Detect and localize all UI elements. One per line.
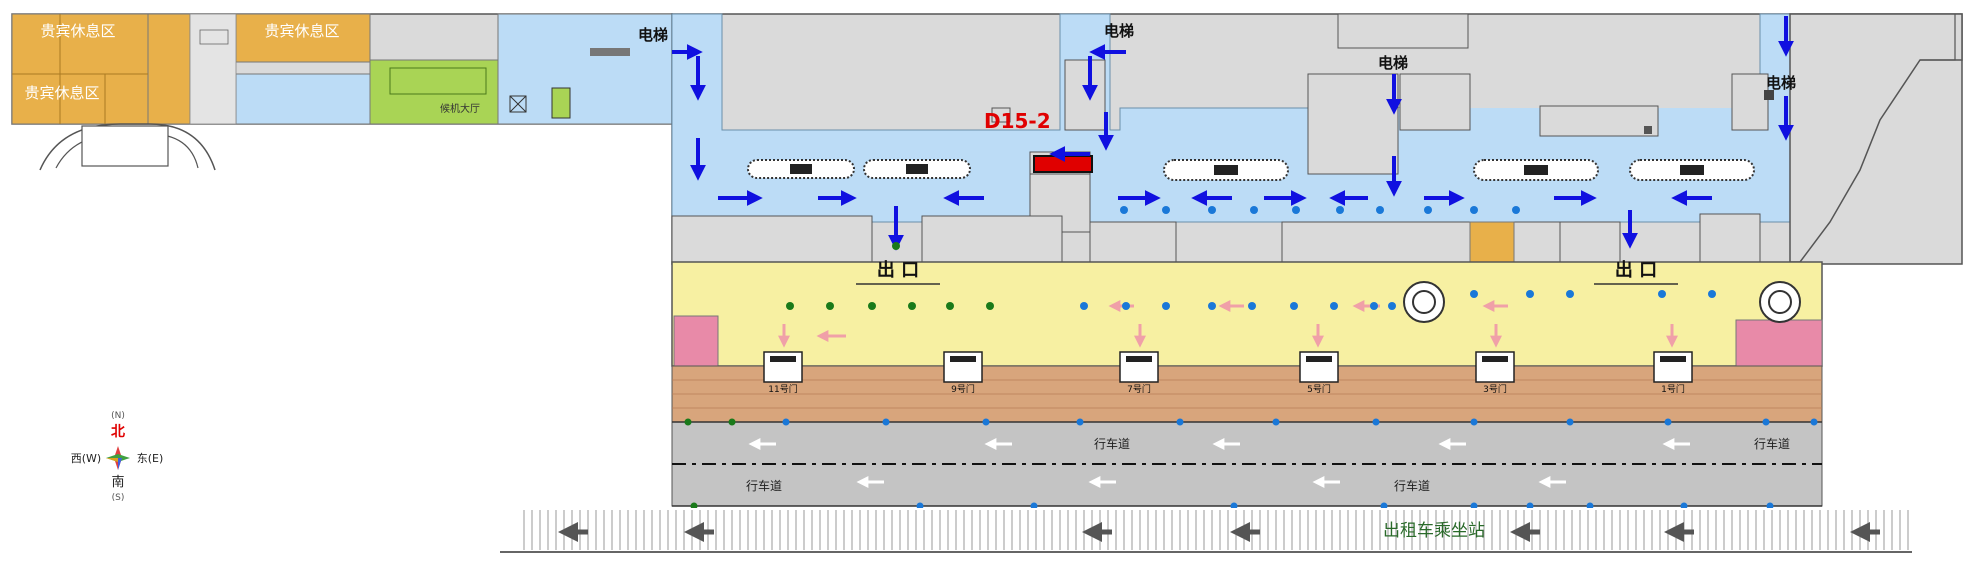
door-3[interactable]: 3号门 (1475, 351, 1515, 395)
door-9[interactable]: 9号门 (943, 351, 983, 395)
compass-north-en: (N) (111, 411, 125, 421)
checkin-hall-area (369, 59, 499, 125)
elevator-label-3: 电梯 (1378, 54, 1408, 72)
door-7[interactable]: 7号门 (1119, 351, 1159, 395)
elevator-label-2: 电梯 (1104, 22, 1134, 40)
roadway-label-3: 行车道 (746, 478, 782, 493)
compass-north-cn: 北 (111, 424, 125, 440)
compass-south-en: (S) (112, 493, 125, 503)
exit-label-1: 出 口 (877, 259, 919, 281)
vip-lounge-label-2: 贵宾休息区 (264, 22, 339, 40)
exit-label-2: 出 口 (1615, 259, 1657, 281)
location-marker-box (1033, 155, 1093, 173)
taxi-station-label: 出租车乘坐站 (1383, 521, 1485, 541)
roadway-label-4: 行车道 (1394, 478, 1430, 493)
compass-south-cn: 南 (111, 474, 124, 490)
compass-west: 西(W) (71, 452, 101, 465)
door-11[interactable]: 11号门 (763, 351, 803, 395)
arrival-hall-arrows (778, 300, 1678, 348)
compass-rose-icon (106, 446, 130, 470)
elevator-label-1: 电梯 (638, 26, 668, 44)
vip-lounge-area-2 (235, 13, 371, 63)
location-marker-code: D15-2 (984, 109, 1051, 133)
vip-lounge-label-3: 贵宾休息区 (24, 84, 99, 102)
elevator-label-4: 电梯 (1766, 74, 1796, 92)
door-label: 3号门 (1483, 383, 1507, 395)
hall-dots (786, 206, 1716, 310)
door-1[interactable]: 1号门 (1653, 351, 1693, 395)
door-label: 1号门 (1661, 383, 1685, 395)
passenger-flow-arrows (672, 16, 1794, 251)
door-label: 9号门 (951, 383, 975, 395)
baggage-carousels (747, 159, 1755, 181)
vip-lounge-area-1 (11, 13, 149, 125)
checkin-hall-label: 候机大厅 (440, 102, 480, 115)
door-label: 7号门 (1127, 383, 1151, 395)
door-label: 11号门 (768, 383, 797, 395)
west-wing (11, 13, 673, 171)
road-edge-dots (684, 418, 1818, 510)
compass-east: 东(E) (137, 452, 164, 465)
vip-lounge-label-1: 贵宾休息区 (40, 22, 115, 40)
roadway-label-2: 行车道 (1754, 436, 1790, 451)
terminal-building (671, 13, 1963, 265)
roadway-label-1: 行车道 (1094, 436, 1130, 451)
door-label: 5号门 (1307, 383, 1331, 395)
compass: (N) 北 西(W) 东(E) 南 (S) (71, 411, 164, 503)
door-5[interactable]: 5号门 (1299, 351, 1339, 395)
road-direction-arrows (748, 438, 1690, 488)
arrival-hall (671, 261, 1823, 367)
